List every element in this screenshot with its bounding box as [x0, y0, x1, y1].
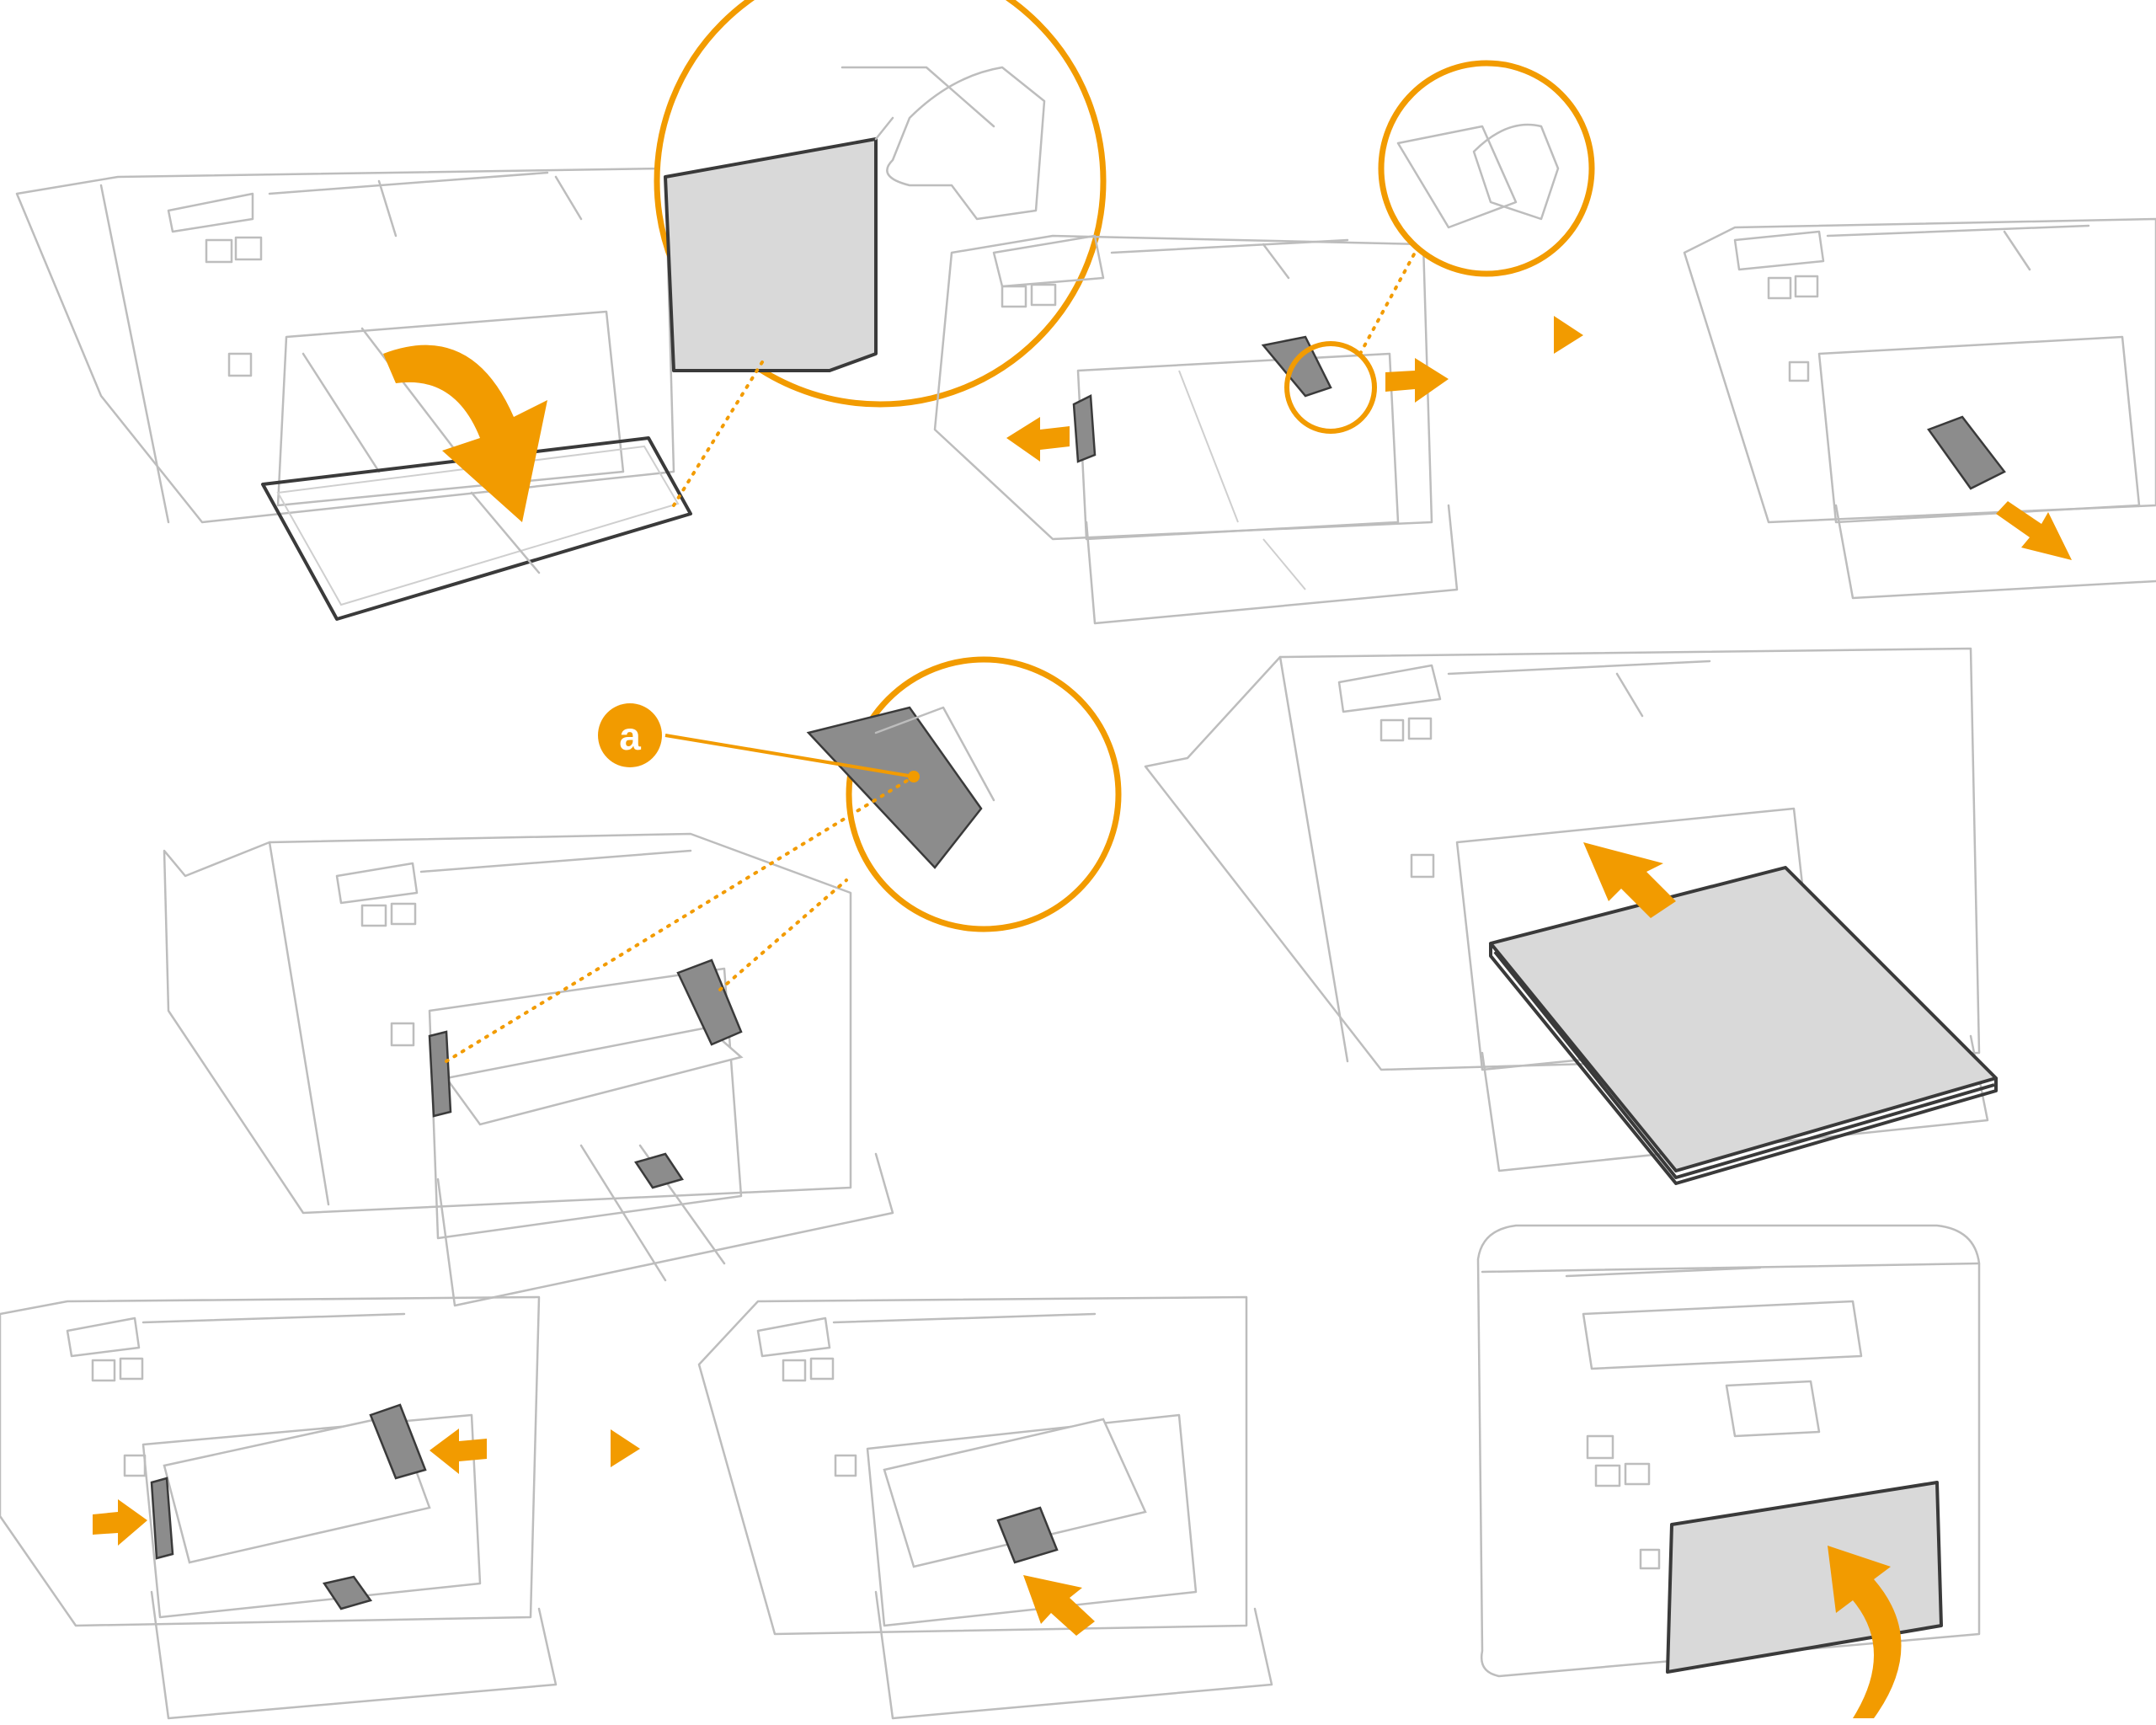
arrow-push-up — [1023, 1575, 1095, 1636]
step-open-tray — [15, 0, 1107, 621]
arrow-close-cover — [1828, 1546, 1902, 1718]
end-guide-bottom — [634, 1152, 684, 1189]
arrow-push-left — [430, 1429, 487, 1474]
arrow-pull-out — [1996, 501, 2072, 560]
arrow-right — [1385, 358, 1449, 403]
callout-label: a — [619, 714, 641, 758]
arrow-push-right — [93, 1499, 147, 1546]
next-triangle-1 — [1554, 316, 1583, 354]
next-triangle-2 — [611, 1429, 640, 1467]
end-guide — [996, 1506, 1059, 1564]
step-pull-out-end-guide — [1683, 217, 2156, 600]
step-close-front-cover — [1476, 1224, 1981, 1718]
end-guide — [1927, 415, 2006, 490]
open-arrow — [383, 344, 547, 522]
zoom-leader — [672, 360, 764, 507]
side-guide-right — [676, 959, 743, 1046]
paper-stack — [1489, 866, 1998, 1185]
step-align-side-guides — [0, 1295, 640, 1720]
side-guide-right — [369, 1403, 427, 1480]
step-slide-side-guides-apart — [933, 60, 1595, 625]
paper-stack-loaded — [444, 1026, 744, 1126]
zoom-circle-guide-lever — [1378, 60, 1595, 277]
callout-marker: a — [598, 703, 662, 767]
side-guide-right — [1261, 335, 1332, 398]
step-align-end-guide — [697, 1295, 1273, 1720]
side-guide-left — [428, 1030, 452, 1118]
arrow-left — [1006, 417, 1070, 462]
zoom-circle-guide-small — [1284, 341, 1377, 434]
arrow-insert — [1583, 842, 1676, 918]
step-check-paper-limit: a — [163, 656, 1122, 1307]
step-load-paper-stack — [1144, 647, 1998, 1185]
side-guide-left — [1072, 394, 1097, 463]
side-guide-left — [150, 1477, 174, 1560]
